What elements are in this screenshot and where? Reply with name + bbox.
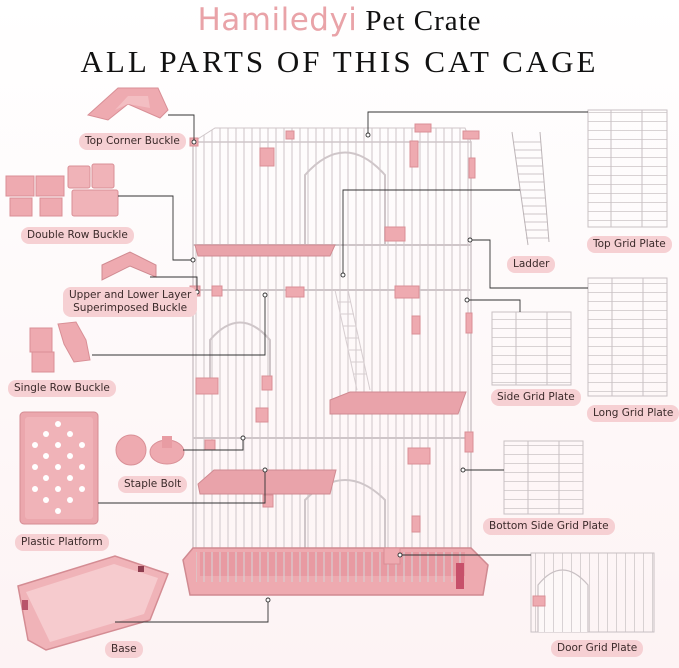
leader-lines <box>92 111 588 623</box>
label-top-grid-plate: Top Grid Plate <box>587 236 672 253</box>
corner-buckle-icon <box>86 87 169 121</box>
single-row-buckle-icon <box>29 321 91 373</box>
label-ladder: Ladder <box>507 256 556 273</box>
cage-icon <box>182 123 489 596</box>
layer-buckle-icon <box>101 251 157 281</box>
platform-icon <box>19 411 99 525</box>
brand-name: Hamiledyi <box>197 2 358 38</box>
label-door-grid-plate: Door Grid Plate <box>551 640 644 657</box>
label-double-row-buckle: Double Row Buckle <box>21 227 134 244</box>
side-grid-plate-icon <box>491 311 572 386</box>
label-plastic-platform: Plastic Platform <box>15 534 109 551</box>
label-side-grid-plate: Side Grid Plate <box>491 389 581 406</box>
leader-dots <box>190 132 473 603</box>
base-tray-icon <box>17 555 169 651</box>
staple-bolt-icon <box>115 434 185 466</box>
label-line-1: Upper and Lower Layer <box>69 289 192 301</box>
label-staple-bolt: Staple Bolt <box>118 476 188 493</box>
top-grid-plate-icon <box>587 109 668 228</box>
product-name: Pet Crate <box>365 5 482 37</box>
label-single-row-buckle: Single Row Buckle <box>8 380 116 397</box>
label-line-2: Superimposed Buckle <box>73 302 188 314</box>
double-row-buckle-icon <box>5 163 119 217</box>
label-superimposed-buckle: Upper and Lower Layer Superimposed Buckl… <box>63 287 198 317</box>
label-base: Base <box>105 641 143 658</box>
headline: ALL PARTS OF THIS CAT CAGE <box>80 44 599 79</box>
door-grid-plate-icon <box>530 552 655 633</box>
label-long-grid-plate: Long Grid Plate <box>587 405 679 422</box>
bottom-side-grid-plate-icon <box>503 440 584 515</box>
long-grid-plate-icon <box>587 277 668 397</box>
ladder-icon <box>511 131 550 246</box>
label-bottom-side-grid-plate: Bottom Side Grid Plate <box>483 518 615 535</box>
label-top-corner-buckle: Top Corner Buckle <box>79 133 186 150</box>
